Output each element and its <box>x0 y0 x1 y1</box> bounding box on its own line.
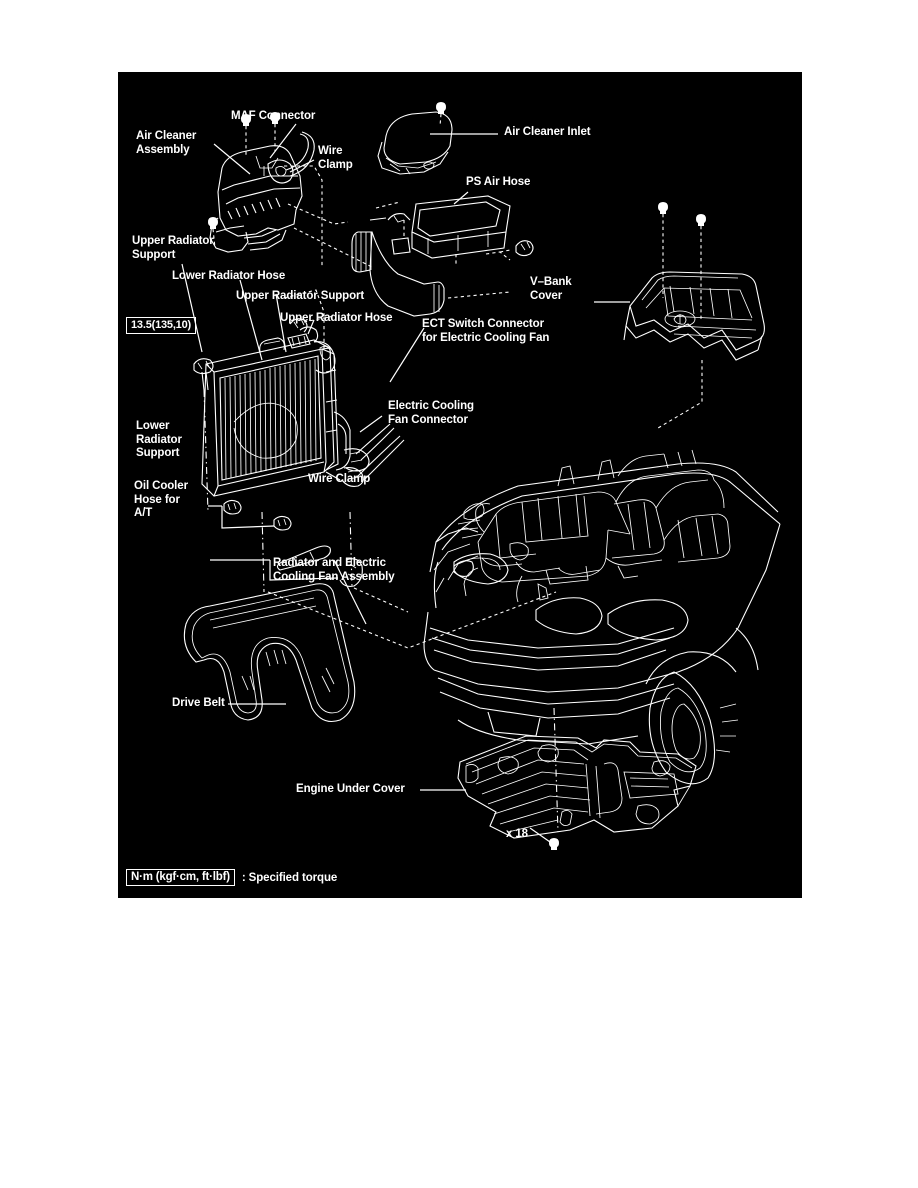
callout-ps-air-hose: PS Air Hose <box>466 176 531 188</box>
diagram-panel: MAF Connector Air Cleaner Assembly Wire … <box>118 72 802 898</box>
air-cleaner-inlet-art <box>377 111 453 175</box>
callout-upper-radiator-support-mid: Upper Radiator Support <box>236 290 365 302</box>
air-cleaner-inlet-bolt <box>436 102 446 114</box>
legend-row: N·m (kgf·cm, ft·lbf) : Specified torque <box>126 869 337 886</box>
callout-radiator-and-fan-assembly: Radiator and Electric Cooling Fan Assemb… <box>273 557 395 583</box>
callout-ect-switch-connector: ECT Switch Connector for Electric Coolin… <box>422 318 550 344</box>
radiator-assembly-art <box>201 318 405 497</box>
callout-v-bank-cover: V–Bank Cover <box>530 276 572 302</box>
callout-lower-radiator-support: Lower Radiator Support <box>136 420 182 459</box>
callout-oil-cooler-hose: Oil Cooler Hose for A/T <box>134 480 188 519</box>
upper-radiator-support-bolt-art <box>193 358 214 391</box>
callout-maf-connector: MAF Connector <box>231 110 316 122</box>
air-cleaner-assembly-art <box>209 131 315 253</box>
diagram-artwork <box>181 102 781 850</box>
callout-drive-belt: Drive Belt <box>172 697 225 709</box>
callout-upper-radiator-support-left: Upper Radiator Support <box>132 235 214 261</box>
torque-spec-box: 13.5(135,10) <box>126 317 196 334</box>
drive-belt-art <box>183 583 356 723</box>
ps-air-hose-art <box>351 195 534 317</box>
callout-upper-radiator-hose: Upper Radiator Hose <box>280 312 393 324</box>
legend-units-box: N·m (kgf·cm, ft·lbf) <box>126 869 235 886</box>
callout-air-cleaner-assembly: Air Cleaner Assembly <box>136 130 197 156</box>
legend-description: : Specified torque <box>241 871 338 884</box>
callout-engine-under-cover: Engine Under Cover <box>296 783 405 795</box>
callout-bolt-quantity: x 18 <box>506 828 528 840</box>
car-illustration-art <box>423 449 781 785</box>
v-bank-cover-bolts <box>658 202 706 226</box>
callout-lower-radiator-hose: Lower Radiator Hose <box>172 270 286 282</box>
lower-radiator-support-art <box>223 499 292 531</box>
air-cleaner-bolts <box>208 112 280 229</box>
engine-under-cover-bolt <box>549 838 559 850</box>
engine-under-cover-art <box>457 735 697 839</box>
leader-lines <box>181 123 630 791</box>
callout-wire-clamp-bottom: Wire Clamp <box>308 473 371 485</box>
callout-air-cleaner-inlet: Air Cleaner Inlet <box>504 126 591 138</box>
callout-electric-cooling-fan-connector: Electric Cooling Fan Connector <box>388 400 474 426</box>
v-bank-cover-art <box>623 271 765 361</box>
callout-wire-clamp-top: Wire Clamp <box>318 145 353 171</box>
